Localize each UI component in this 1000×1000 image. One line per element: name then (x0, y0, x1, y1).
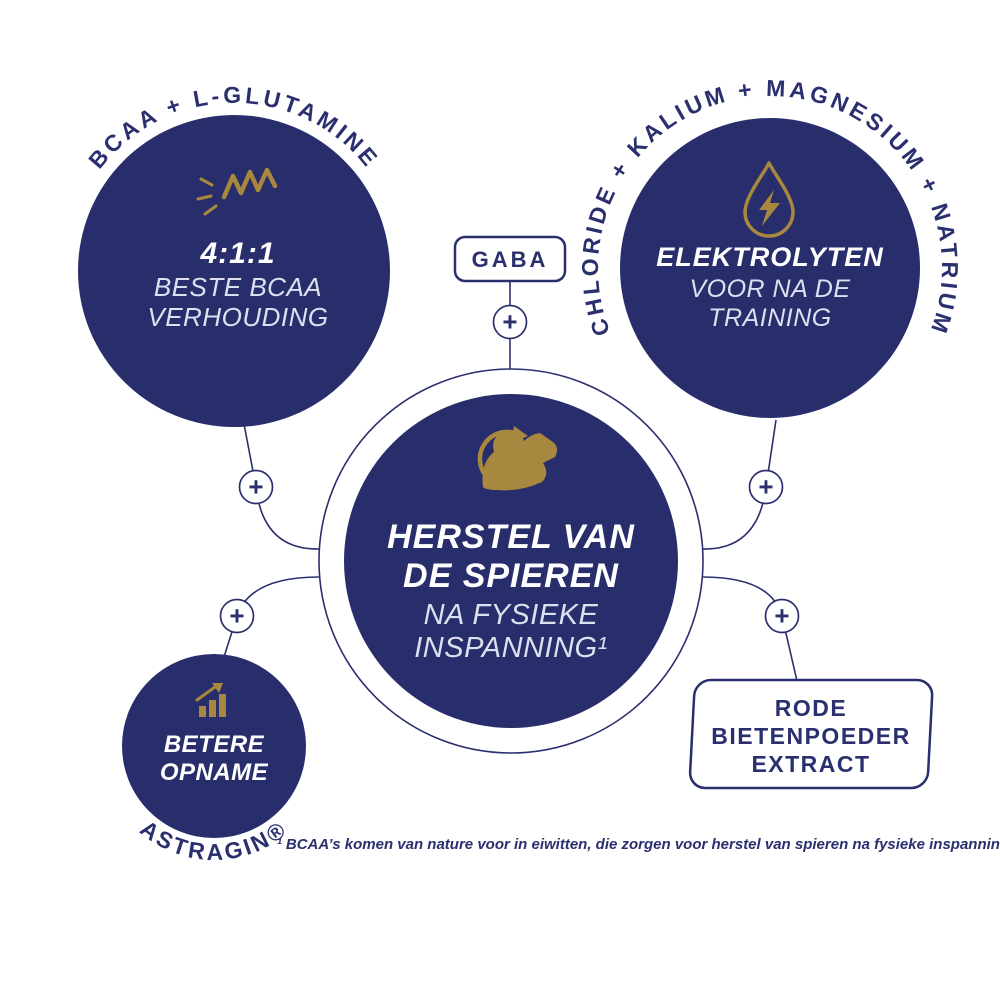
plus-icon: + (229, 601, 244, 631)
flexed-muscle-scribble-icon (196, 167, 278, 216)
beetroot-line2: BIETENPOEDER (711, 723, 910, 749)
electrolytes-line1: VOOR NA DE (689, 275, 850, 303)
beetroot-line1: RODE (775, 695, 847, 721)
astragin-line2: OPNAME (160, 759, 269, 786)
center-line2: DE SPIEREN (403, 557, 619, 595)
electrolytes-heading: ELEKTROLYTEN (656, 242, 884, 272)
muscle-recovery-icon (477, 426, 558, 491)
plus-icon: + (248, 472, 263, 502)
center-line1: HERSTEL VAN (387, 518, 635, 556)
gaba-box (453, 235, 567, 283)
plus-connector-lower-left (219, 598, 255, 634)
bcaa-line1: BESTE BCAA (154, 272, 322, 302)
plus-icon: + (758, 472, 773, 502)
center-line4: INSPANNING¹ (414, 632, 607, 664)
center-circle (344, 394, 678, 728)
center-line3: NA FYSIEKE (424, 599, 599, 631)
plus-connectors: + + + + + (219, 304, 800, 634)
beetroot-box-shape (688, 678, 934, 790)
plus-connector-lower-right (764, 598, 800, 634)
plus-connector-right (748, 469, 784, 505)
electrolytes-circle (620, 118, 920, 418)
plus-icon: + (502, 307, 517, 337)
droplet-lightning-icon (743, 161, 795, 238)
plus-icon: + (774, 601, 789, 631)
plus-connector-left (238, 469, 274, 505)
plus-connector-top (492, 304, 528, 340)
gaba-label: GABA (472, 247, 549, 272)
rising-bar-chart-icon (195, 683, 226, 717)
center-outline-ring (318, 368, 704, 754)
bcaa-line2: VERHOUDING (147, 302, 328, 332)
astragin-line1: BETERE (164, 731, 265, 758)
astragin-circle (122, 654, 306, 838)
beetroot-line3: EXTRACT (751, 751, 870, 777)
bcaa-circle (78, 115, 390, 427)
bcaa-heading: 4:1:1 (199, 237, 275, 270)
footnote: ¹ BCAA’s komen van nature voor in eiwitt… (277, 836, 1000, 853)
electrolytes-line2: TRAINING (708, 304, 831, 332)
